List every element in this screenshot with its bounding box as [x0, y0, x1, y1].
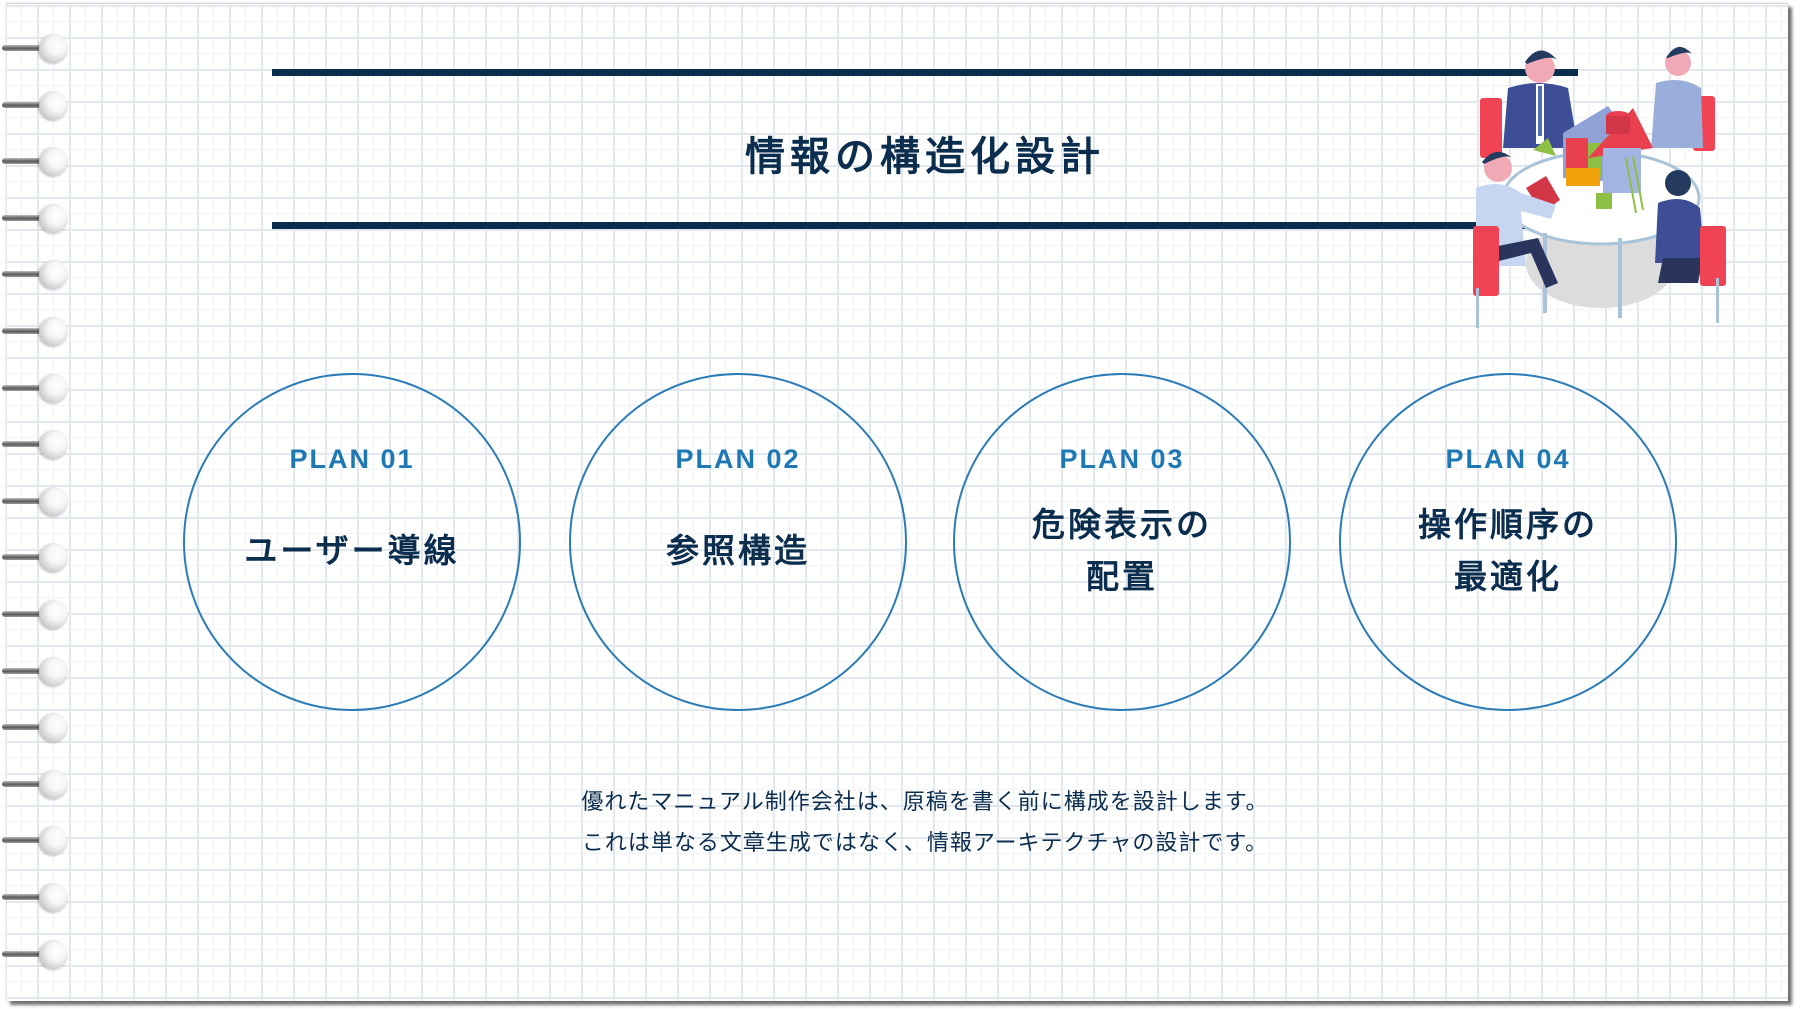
binder-ring — [0, 317, 70, 347]
binder-ring — [0, 147, 70, 177]
binder-ring — [0, 34, 70, 64]
plan-number: PLAN 03 — [1059, 444, 1185, 474]
ring-wire — [2, 950, 48, 957]
ring-hole-icon — [39, 317, 68, 346]
description: 優れたマニュアル制作会社は、原稿を書く前に構成を設計します。 これは単なる文章生… — [520, 782, 1330, 864]
ring-hole-icon — [39, 939, 68, 969]
binder-ring — [0, 826, 70, 856]
ring-hole-icon — [39, 373, 68, 403]
ring-wire — [2, 667, 48, 674]
ring-hole-icon — [39, 430, 68, 460]
ring-hole-icon — [39, 769, 68, 799]
binder-ring — [0, 883, 70, 913]
ring-wire — [2, 158, 48, 165]
ring-wire — [2, 611, 48, 617]
plan-name-line: 操作順序の — [1418, 505, 1598, 544]
ring-wire — [2, 894, 48, 900]
ring-wire — [2, 554, 48, 561]
plan-name-line: ユーザー導線 — [244, 531, 460, 570]
binder-ring — [0, 373, 70, 404]
ring-wire — [2, 384, 48, 391]
description-line: これは単なる文章生成ではなく、情報アーキテクチャの設計です。 — [581, 831, 1269, 856]
ring-hole-icon — [39, 90, 68, 120]
binder-ring — [0, 260, 70, 290]
ring-hole-icon — [39, 656, 68, 686]
plan-name: 参照構造 — [581, 525, 895, 577]
description-line: 優れたマニュアル制作会社は、原稿を書く前に構成を設計します。 — [581, 790, 1269, 815]
binder-ring — [0, 656, 70, 687]
plan-name: 操作順序の最適化 — [1351, 499, 1665, 603]
ring-wire — [2, 271, 48, 278]
ring-hole-icon — [39, 713, 68, 743]
binder-ring — [0, 203, 70, 234]
ring-wire — [2, 780, 48, 787]
ring-hole-icon — [39, 600, 68, 629]
team-meeting-illustration — [1473, 46, 1726, 328]
binder-ring — [0, 939, 70, 970]
ring-hole-icon — [39, 883, 68, 912]
ring-wire — [2, 497, 48, 504]
binder-ring — [0, 486, 70, 517]
ring-hole-icon — [39, 826, 68, 856]
ring-wire — [2, 328, 48, 334]
plan-number: PLAN 01 — [289, 444, 415, 474]
plan-circle-03: PLAN 03 危険表示の配置 — [953, 373, 1291, 711]
ring-hole-icon — [39, 260, 68, 290]
plan-number: PLAN 04 — [1445, 444, 1571, 474]
plan-name: ユーザー導線 — [195, 525, 509, 577]
plan-circle-01: PLAN 01 ユーザー導線 — [183, 373, 521, 711]
ring-hole-icon — [39, 34, 68, 63]
plan-number: PLAN 02 — [675, 444, 801, 474]
ring-hole-icon — [39, 486, 68, 516]
binder-ring — [0, 600, 70, 630]
plan-circle-02: PLAN 02 参照構造 — [569, 373, 907, 711]
binder-ring — [0, 543, 70, 573]
ring-wire — [2, 441, 48, 448]
binder-ring — [0, 769, 70, 800]
plan-name-line: 最適化 — [1454, 557, 1562, 596]
binder-ring — [0, 430, 70, 460]
binder-ring — [0, 713, 70, 743]
plan-name-line: 危険表示の — [1032, 505, 1212, 544]
plan-circle-04: PLAN 04 操作順序の最適化 — [1339, 373, 1677, 711]
ring-hole-icon — [39, 147, 68, 177]
ring-wire — [2, 837, 48, 844]
ring-wire — [2, 724, 48, 731]
ring-hole-icon — [39, 543, 68, 573]
title-top-rule — [272, 69, 1578, 76]
page-title: 情報の構造化設計 — [745, 134, 1105, 180]
ring-wire — [2, 101, 48, 108]
plan-name-line: 参照構造 — [666, 531, 810, 570]
ring-hole-icon — [39, 203, 68, 233]
title-bottom-rule — [272, 222, 1578, 229]
binder-ring — [0, 90, 70, 121]
plan-name-line: 配置 — [1086, 557, 1158, 596]
plan-name: 危険表示の配置 — [965, 499, 1279, 603]
ring-wire — [2, 214, 48, 221]
ring-wire — [2, 45, 48, 51]
